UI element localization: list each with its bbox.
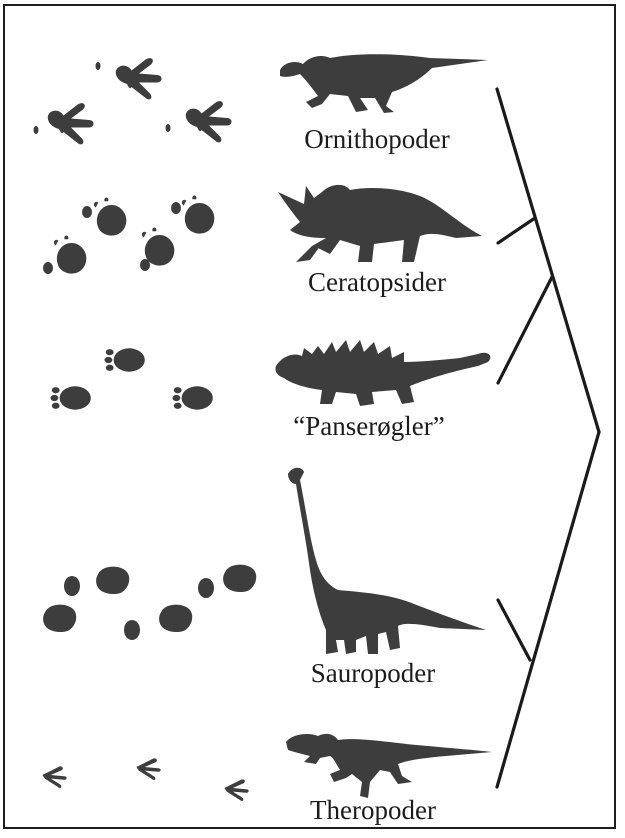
ankylosaur-silhouette [275,340,490,406]
ceratopsid-silhouette [278,185,482,262]
tree-trunk-lower [497,432,599,787]
label-ceratopsids: Ceratopsider [267,269,487,296]
label-ankylosaurs: “Panserøgler” [259,413,479,440]
branch-ankylosaurs [498,277,552,383]
ankylosaur-trackway [51,348,213,409]
theropod-silhouette [286,734,492,798]
theropod-trackway [42,758,248,801]
label-ornithopods: Ornithopoder [267,126,487,153]
ornithopod-silhouette [280,54,488,113]
tree-trunk-upper [497,89,599,432]
label-theropods: Theropoder [263,797,483,824]
sauropod-silhouette [288,468,486,654]
ornithopod-trackway [34,58,232,144]
sauropod-trackway [43,565,256,640]
ceratopsid-trackway [43,196,214,275]
branch-sauropods [498,600,530,660]
cladogram [497,89,599,787]
branch-ceratopsids [498,218,535,243]
label-sauropods: Sauropoder [263,660,483,687]
